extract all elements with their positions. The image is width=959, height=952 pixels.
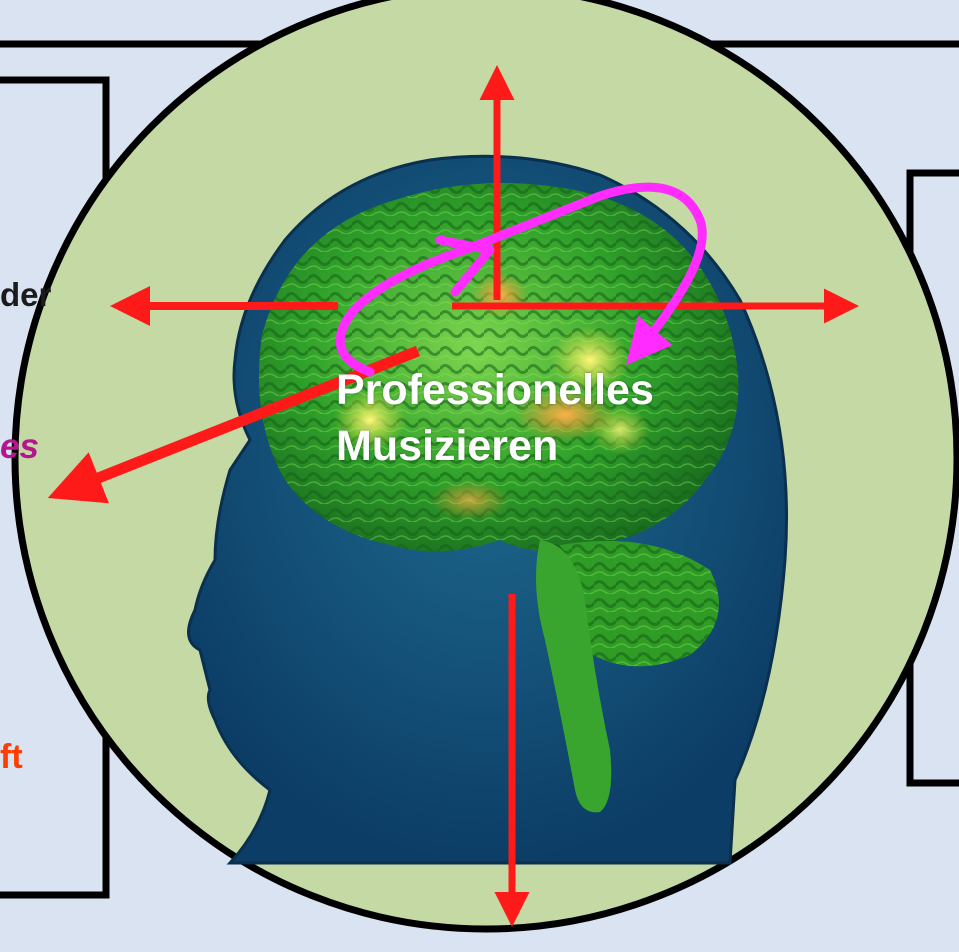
center-caption: Professionelles Musizieren (336, 362, 654, 474)
center-caption-line-2: Musizieren (336, 418, 654, 474)
center-caption-line-1: Professionelles (336, 362, 654, 418)
left-label-ft: ft (0, 738, 23, 777)
activation-orange-3 (430, 480, 510, 520)
left-label-es: es (0, 427, 39, 467)
left-label-der: der (0, 276, 51, 314)
